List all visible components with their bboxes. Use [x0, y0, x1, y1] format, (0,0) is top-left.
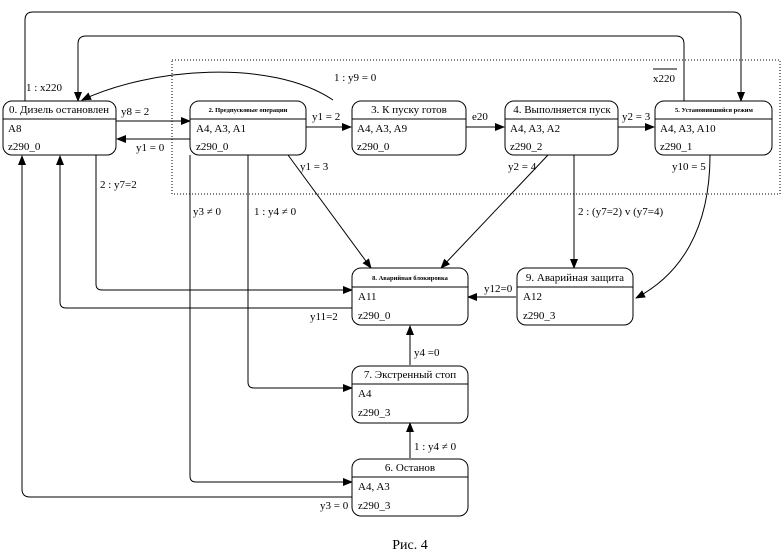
edge-s5-to-s9 — [635, 154, 711, 299]
label-2-y7-or: 2 : (y7=2) v (y7=4) — [578, 206, 663, 218]
label-x220-inverted: x220 — [653, 73, 676, 85]
edge-s6-to-s0 — [18, 155, 352, 498]
edge-s4-to-s8 — [440, 154, 549, 269]
state-title: 8. Аварийная блокировка — [372, 275, 449, 282]
state-title: 5. Установившийся режим — [675, 107, 754, 114]
state-title: 4. Выполняется пуск — [513, 104, 611, 116]
state-4-starting: 4. Выполняется пуск A4, A3, A2 z290_2 — [504, 100, 619, 156]
group-frame — [171, 59, 781, 195]
state-0-engine-stopped: 0. Дизель остановлен A8 z290_0 — [2, 100, 117, 156]
state-code: z290_3 — [358, 500, 391, 512]
state-action: A11 — [358, 291, 377, 303]
state-action: A4, A3, A9 — [357, 123, 408, 135]
label-y3-0: y3 = 0 — [320, 500, 349, 512]
state-9-emergency-protection: 9. Аварийная защита A12 z290_3 — [516, 267, 634, 326]
label-y10-5: y10 = 5 — [672, 161, 706, 173]
state-code: z290_0 — [196, 141, 229, 153]
label-y12: y12=0 — [484, 283, 513, 295]
label-y2-4: y2 = 4 — [508, 161, 537, 173]
state-code: z290_0 — [357, 141, 390, 153]
state-8-emergency-lock: 8. Аварийная блокировка A11 z290_0 — [351, 267, 469, 326]
label-y1-2: y1 = 2 — [312, 111, 340, 123]
state-action: A4, A3, A2 — [510, 123, 560, 135]
edge-s5-to-s0-top — [74, 35, 685, 102]
state-title: 2. Предпусковые операции — [209, 107, 288, 114]
state-code: z290_0 — [8, 141, 41, 153]
state-code: z290_3 — [358, 407, 391, 419]
state-3-ready-to-start: 3. К пуску готов A4, A3, A9 z290_0 — [351, 100, 467, 156]
state-7-emergency-stop: 7. Экстренный стоп A4 z290_3 — [351, 365, 469, 424]
label-y1-0: y1 = 0 — [136, 142, 165, 154]
figure-caption: Рис. 4 — [392, 538, 428, 553]
state-title: 0. Дизель остановлен — [9, 104, 109, 116]
state-code: z290_0 — [358, 310, 391, 322]
label-2-y7: 2 : y7=2 — [100, 179, 137, 191]
edge-s2-to-s6 — [189, 155, 353, 486]
label-y8: y8 = 2 — [121, 106, 149, 118]
edge-s3-to-s0-curve — [81, 71, 334, 101]
label-1-y9: 1 : y9 = 0 — [334, 72, 377, 84]
edge-s2-to-s8 — [287, 154, 372, 269]
state-title: 3. К пуску готов — [371, 104, 447, 116]
label-y1-3: y1 = 3 — [300, 161, 329, 173]
state-code: z290_3 — [523, 310, 556, 322]
state-code: z290_1 — [660, 141, 692, 153]
edge-s2-to-s7 — [247, 155, 353, 392]
state-5-steady-mode: 5. Установившийся режим A4, A3, A10 z290… — [654, 100, 773, 156]
edge-s0-to-s8 — [95, 155, 353, 294]
state-2-prestart-operations: 2. Предпусковые операции A4, A3, A1 z290… — [189, 100, 307, 156]
state-action: A8 — [8, 123, 22, 135]
state-code: z290_2 — [510, 141, 542, 153]
edge-s0-to-s5-outer — [24, 11, 745, 102]
state-title: 9. Аварийная защита — [526, 272, 624, 284]
state-action: A4, A3, A1 — [196, 123, 246, 135]
label-y3-ne0: y3 ≠ 0 — [193, 206, 222, 218]
label-y11: y11=2 — [310, 311, 338, 323]
label-e20: e20 — [472, 111, 488, 123]
state-action: A4 — [358, 388, 372, 400]
state-action: A4, A3, A10 — [660, 123, 716, 135]
label-y4-0: y4 =0 — [414, 347, 440, 359]
state-action: A4, A3 — [358, 481, 390, 493]
label-y2-3: y2 = 3 — [622, 111, 651, 123]
label-1-y4-bottom: 1 : y4 ≠ 0 — [414, 441, 457, 453]
state-action: A12 — [523, 291, 542, 303]
edge-s8-to-s0 — [56, 155, 352, 309]
state-title: 6. Останов — [385, 462, 435, 474]
label-1-y4-top: 1 : y4 ≠ 0 — [254, 206, 297, 218]
label-1-x220: 1 : x220 — [26, 82, 63, 94]
state-6-shutdown: 6. Останов A4, A3 z290_3 — [351, 458, 469, 517]
state-title: 7. Экстренный стоп — [364, 369, 456, 381]
